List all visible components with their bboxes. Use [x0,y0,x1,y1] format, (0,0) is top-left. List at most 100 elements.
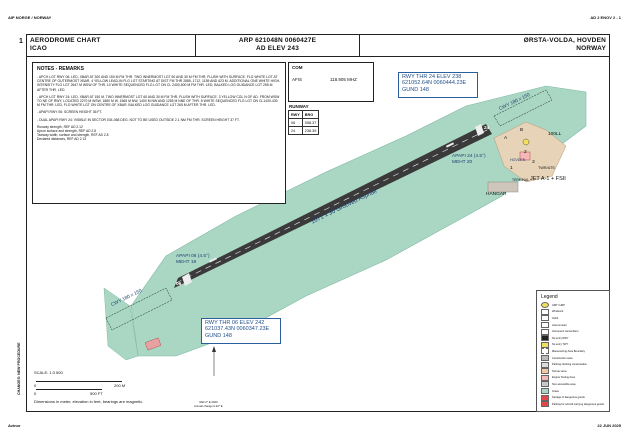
no-entry-rwy-icon [541,335,549,342]
legend-item: Tarmac area [541,368,609,375]
strength-ref: Declared distances, REF AD 2.13 [37,137,87,142]
note-item: - DUAL APAPI RWY 24: VISIBLE IN SECTOR 0… [37,117,240,122]
thr06-callout: RWY THR 06 ELEV 242 621037.43N 0060347.2… [201,318,281,344]
anemometer-icon [541,322,549,329]
arp-marker [522,138,530,146]
runway-table: RUNWAY RWY BRG 06 058.37 24 238.39 [288,104,326,142]
clearway-ne-outline [493,89,553,127]
legend-item: Engine Testing Area [541,374,609,382]
hangar-building [487,181,519,193]
table-row: 06 058.37 [288,118,320,127]
notes-heading: NOTES - REMARKS [37,66,84,72]
tarmac-icon [541,368,549,375]
arp-icon [541,302,549,309]
strength-ref: Runway strength, REF AD 2.12 [37,124,83,129]
apapi24-label: APAPI 24 (4.5°) [452,154,486,159]
dangerous-goods-icon [541,394,549,401]
title-bar: AERODROME CHART ICAO ARP 621048N 0060427… [26,34,610,57]
legend-item: Windsock [541,308,609,316]
strength-ref: Apron surface and strength, REF AD 2.8 [37,128,97,133]
title-right-cell: ØRSTA-VOLDA, HOVDEN NORWAY [360,34,610,56]
runway-table-heading: RUNWAY [289,104,309,109]
legend-item: Instrument transmitters [541,328,609,335]
table-header-row: RWY BRG [288,110,320,119]
com-service: AFIS [292,77,303,82]
page-marker: 1 [19,38,23,45]
taxiway-a-label: A [504,136,508,141]
note-item: - APCH LGT RWY 24: LED, XBAR AT 150 M. T… [37,94,280,108]
scale-m200: 200 M [114,383,126,388]
runway-centerline [175,128,490,284]
legend-item: Parking for aircraft carrying dangerous … [541,401,609,408]
engine-testing-icon [541,374,549,381]
note-item: - APAPI RWY 06: SCREEN HEIGHT 36 FT. [37,110,103,115]
arp: ARP 621048N 0060427E [238,37,317,44]
apapi24-meht: MEHT 20 [452,160,473,165]
table-cell: 06 [288,118,303,127]
apapi06-meht: MEHT 19 [176,260,197,265]
touchdown-marking-06 [208,257,218,263]
aerodrome-name: ØRSTA-VOLDA, HOVDEN [523,37,606,44]
dangerous-parking-icon [541,401,549,408]
stand-label: 1 [510,166,513,171]
parking-station-icon [541,361,549,368]
header-left: AIP NORGE / NORWAY [8,15,52,20]
scale-title: SCALE: 1:3 500 [34,370,63,375]
note-item: - APCH LGT RWY 06: LED, XBAR AT 300 AND … [37,75,281,92]
table-header-cell: RWY [288,110,303,119]
legend-item: Storage of dangerous goods [541,394,609,401]
table-header-cell: BRG [301,110,320,119]
legend-item: No entry TWY [541,341,609,349]
scale-block: SCALE: 1:3 500 0 200 M 0 500 FT Dimensio… [34,370,194,410]
no-entry-twy-icon [541,341,549,348]
runway-table-grid: RWY BRG 06 058.37 24 238.39 [288,110,320,135]
title-left-cell: AERODROME CHART ICAO [26,34,196,56]
scale-m0: 0 [34,383,37,388]
ad-elev: AD ELEV 243 [255,45,300,52]
legend-item: No entry RWY [541,335,609,342]
runway-surface [174,124,492,288]
magnetic-variation: VAR 2° E 2020 Annual change 0.22° E [194,400,223,408]
scale-bars: 0 200 M 0 500 FT [34,377,194,396]
igas-icon [541,315,549,322]
legend-item: Non accessible area [541,381,609,388]
apapi06-label: APAPI 06 (4.5°) [176,254,210,259]
scale-bar-meters [36,381,122,382]
rwy24-threshold-marking [475,124,484,136]
grass-icon [541,388,549,395]
legend-item: Parking/ docking visual station [541,361,609,368]
terminal-building [519,151,531,161]
table-cell: 058.37 [301,118,320,127]
variation-line: VAR 2° E 2020 [199,400,218,404]
legend-title: Legend [541,294,558,300]
callout-line: GUND 148 [402,86,429,93]
header-right: AD 2 ENOV 2 - 1 [590,15,621,20]
north-arrow-head [212,346,216,352]
rwy24-number: 24 [484,126,490,131]
windsock-icon [541,308,549,315]
notes-panel: NOTES - REMARKS - APCH LGT RWY 06: LED, … [32,62,286,204]
stand-label: 2 [524,150,527,155]
legend-item: Grass [541,388,609,395]
com-frequency: 118.905 MHZ [330,77,357,82]
rwy06-threshold-marking [182,273,192,286]
stand-label: 3 [532,160,535,165]
legend-item: ARP / HRP [541,302,609,309]
legend-item: IGAS [541,315,609,322]
boundary-icon [541,348,549,355]
thr24-callout: RWY THR 24 ELEV 238 621052.64N 0060444.2… [398,72,478,98]
hovden-label: HOVDEN [510,158,526,162]
touchdown-marking-24 [445,142,455,148]
aerodrome-map [103,85,587,376]
taxiway-b-label: B [520,128,524,133]
non-accessible-icon [541,381,549,388]
scale-note: Dimensions in meter, elevation in feet, … [34,399,144,404]
variation-line: Annual change 0.22° E [194,404,223,408]
callout-line: GUND 148 [205,332,232,339]
legend-item: Construction area [541,355,609,362]
scale-ft500: 500 FT [90,391,103,396]
com-box: COM AFIS 118.905 MHZ [288,62,374,102]
callout-line: 621037.43N 0060347.23E [205,326,270,333]
callout-line: RWY THR 24 ELEV 238 [402,74,462,80]
fuel-jet-label: JET A-1 + FSII [530,176,566,182]
